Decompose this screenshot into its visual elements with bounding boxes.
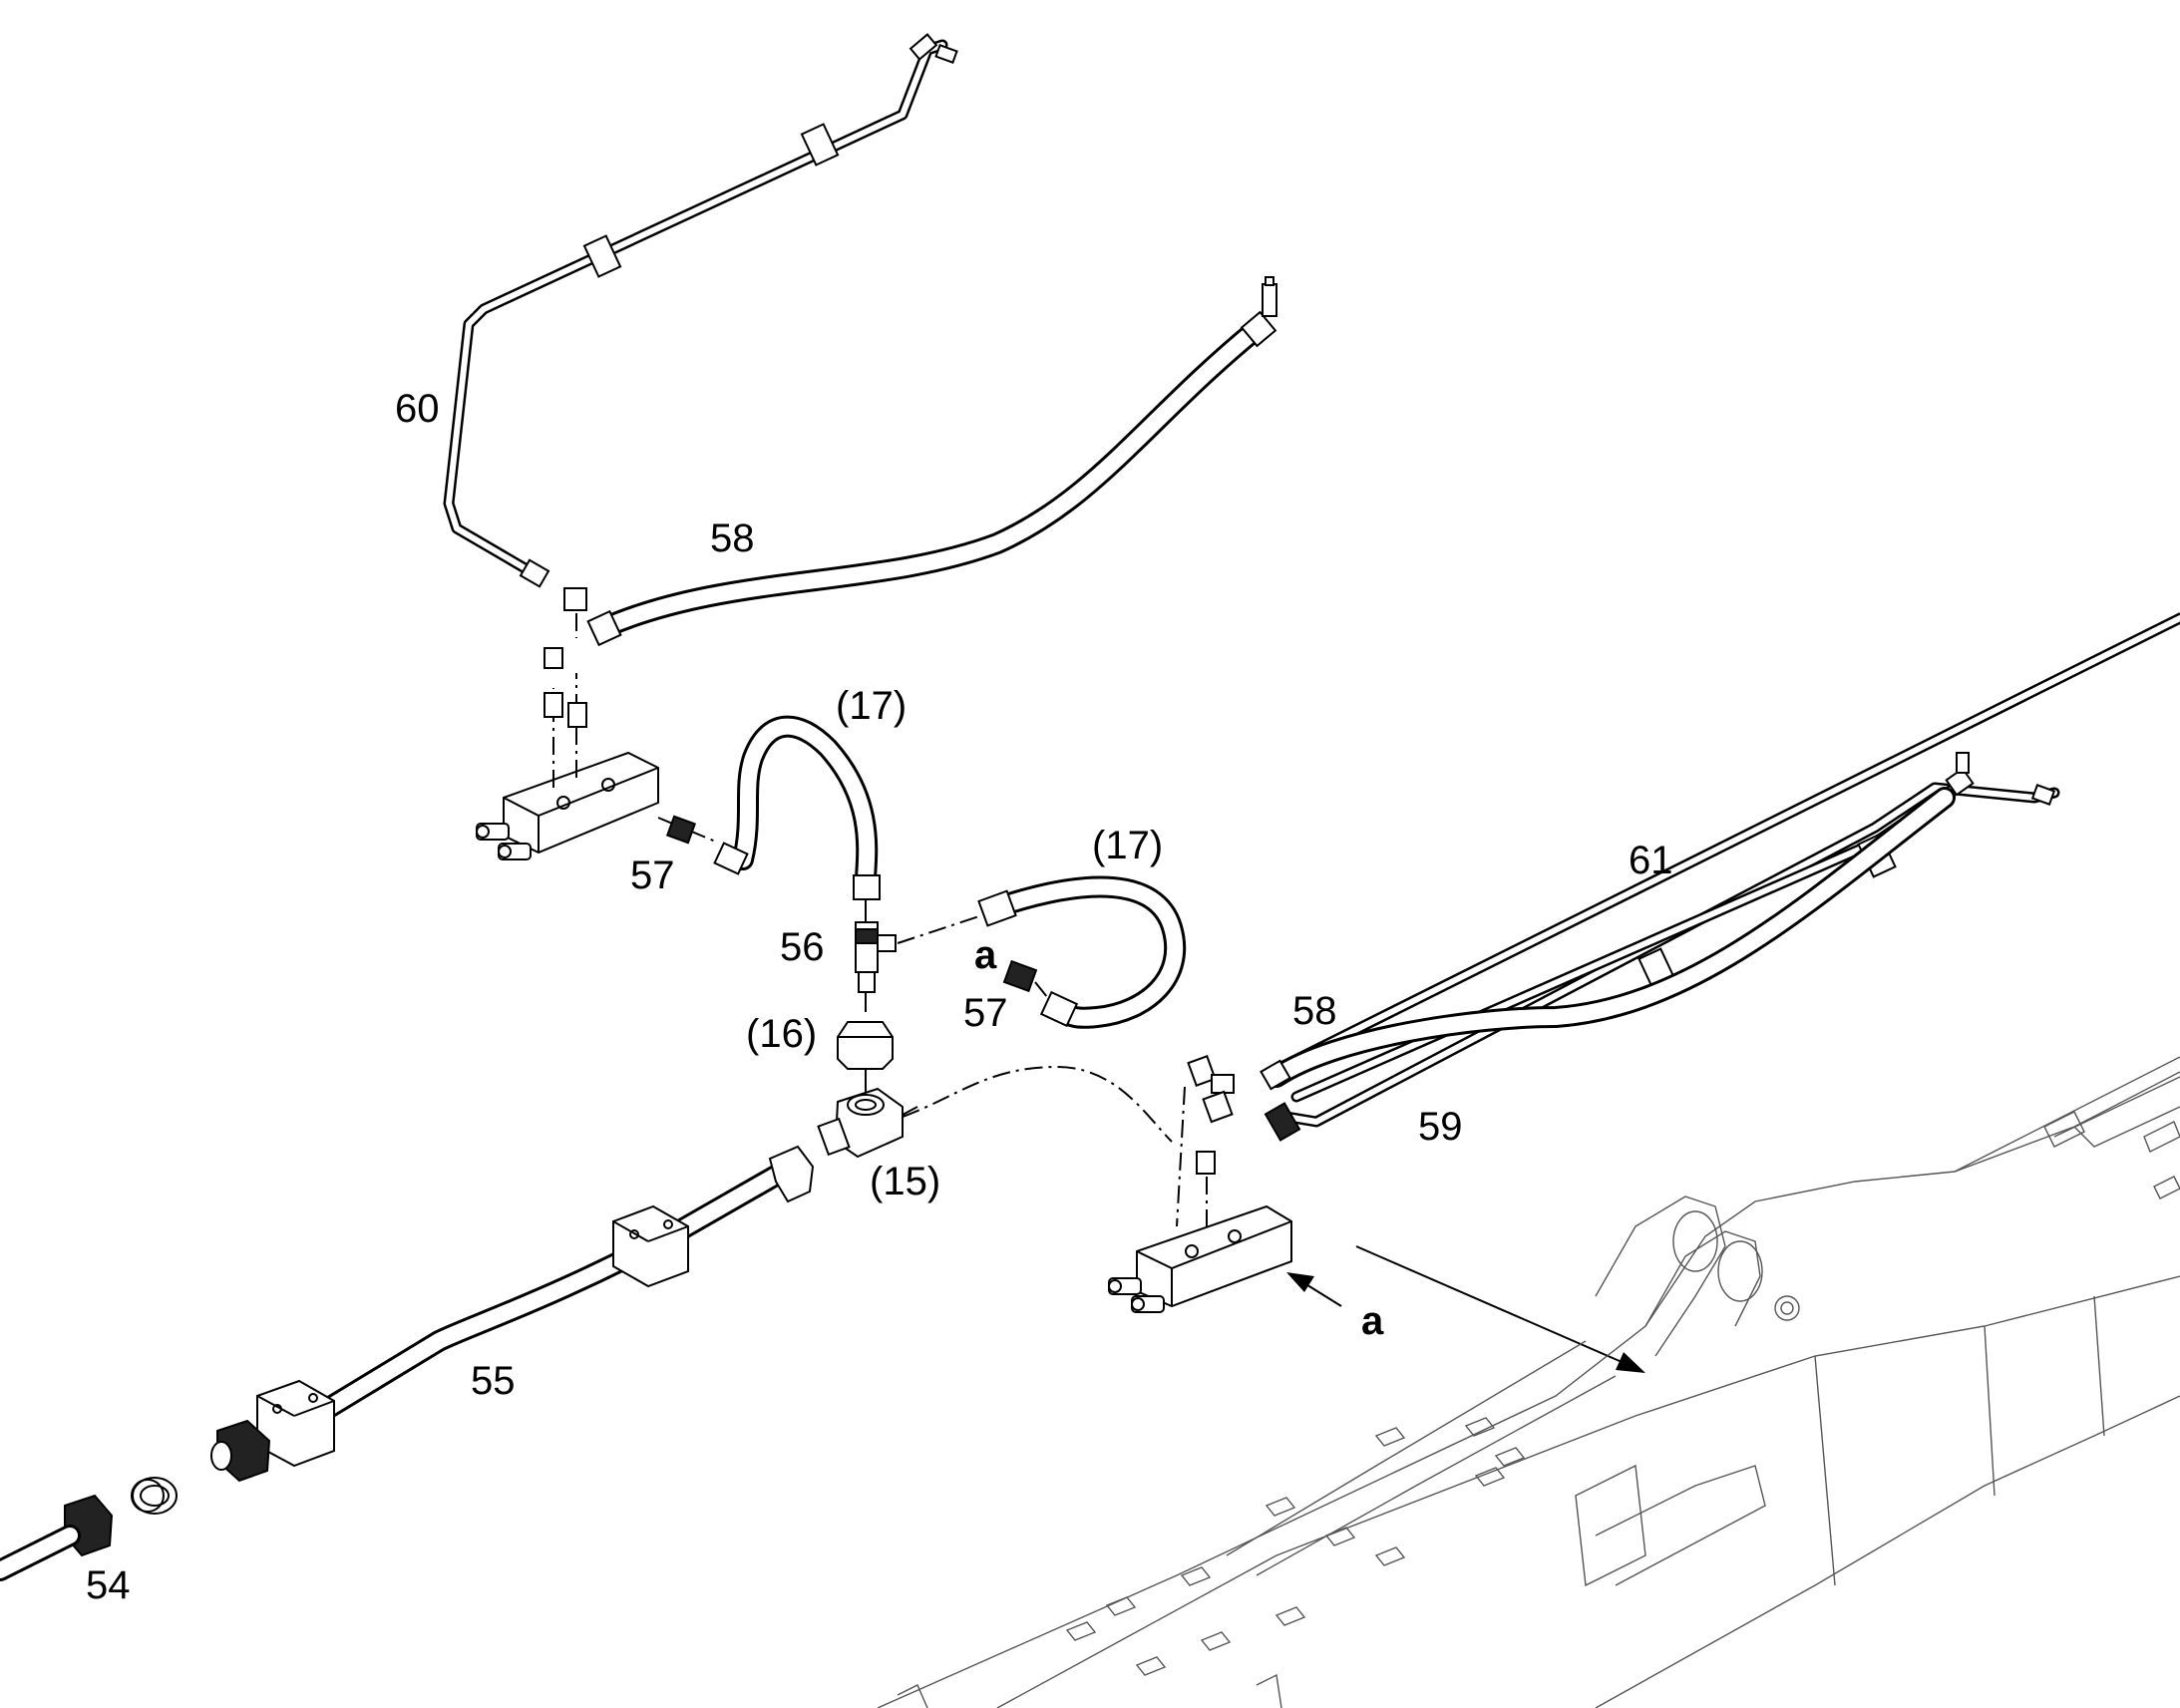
boom-structure: [877, 1056, 2180, 1708]
adapter-16: [837, 1021, 894, 1092]
hose-58-right: [1260, 787, 1956, 1091]
arrow-a: [1286, 1272, 1342, 1307]
valve-block-right: [1108, 1204, 1292, 1313]
hose-58-upper: [586, 276, 1277, 647]
pipe-60: [443, 33, 958, 588]
valve-block-left: [476, 587, 659, 860]
tee-56: [855, 900, 983, 1012]
pipe-55: [210, 1145, 815, 1483]
hose-17-middle: [977, 875, 1187, 1029]
pipe-bundle-61: [1275, 612, 2180, 1128]
arrow-to-boom: [1355, 1245, 1645, 1373]
hose-17-upper: [657, 715, 881, 900]
tee-15: [817, 1087, 918, 1159]
fitting-54: [0, 1477, 178, 1581]
